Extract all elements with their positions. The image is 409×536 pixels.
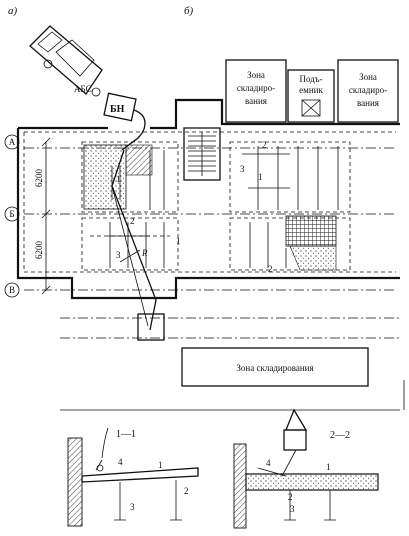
svg-text:емник: емник bbox=[299, 85, 323, 95]
truck-label: АБС bbox=[74, 84, 92, 94]
dim-bottom: 6200 bbox=[34, 241, 44, 260]
svg-text:Зона: Зона bbox=[359, 72, 377, 82]
svg-text:3: 3 bbox=[290, 504, 295, 514]
axis-marks: А Б В 6200 6200 bbox=[4, 134, 51, 298]
svg-text:вания: вания bbox=[245, 96, 267, 106]
svg-text:1: 1 bbox=[158, 460, 163, 470]
bay-right bbox=[229, 141, 351, 271]
svg-text:1: 1 bbox=[258, 172, 263, 182]
zone-storage-bottom: Зона складирования bbox=[60, 317, 400, 387]
svg-text:2: 2 bbox=[288, 492, 293, 502]
stairwell bbox=[183, 127, 221, 181]
concrete-pump: БН bbox=[103, 92, 146, 151]
zone-storage-top-left: Зона складиро- вания bbox=[225, 59, 287, 123]
svg-text:4: 4 bbox=[266, 458, 271, 468]
svg-text:Зона: Зона bbox=[247, 70, 265, 80]
panel-label-a: а) bbox=[8, 5, 18, 17]
svg-text:3: 3 bbox=[116, 250, 121, 260]
bay-left bbox=[81, 141, 179, 271]
axis-b: Б bbox=[9, 209, 14, 219]
svg-text:вания: вания bbox=[357, 98, 379, 108]
panel-label-b: б) bbox=[184, 5, 194, 17]
plan-marks: 1 2 1 3 R 2 3 1 2 bbox=[108, 140, 290, 274]
section-2-2: 2—2 4 1 2 3 bbox=[233, 408, 379, 529]
axis-v: В bbox=[9, 285, 15, 295]
svg-text:2—2: 2—2 bbox=[330, 430, 350, 441]
svg-text:1: 1 bbox=[116, 174, 121, 184]
svg-text:1—1: 1—1 bbox=[116, 429, 136, 440]
concrete-truck: АБС bbox=[29, 25, 103, 97]
svg-text:Зона складирования: Зона складирования bbox=[236, 363, 313, 373]
zone-lift: Подъ- емник bbox=[287, 69, 335, 123]
svg-text:2: 2 bbox=[184, 486, 189, 496]
svg-text:Подъ-: Подъ- bbox=[300, 74, 323, 84]
svg-text:2: 2 bbox=[268, 264, 273, 274]
svg-text:1: 1 bbox=[326, 462, 331, 472]
frame-lines bbox=[60, 380, 405, 411]
section-1-1: 1—1 4 1 2 3 bbox=[67, 427, 199, 527]
svg-text:4: 4 bbox=[118, 457, 123, 467]
svg-text:складиро-: складиро- bbox=[237, 83, 275, 93]
axis-a: А bbox=[9, 137, 16, 147]
svg-text:2: 2 bbox=[130, 216, 135, 226]
svg-text:2: 2 bbox=[262, 140, 267, 150]
pump-label: БН bbox=[110, 104, 125, 115]
zone-storage-top-right: Зона складиро- вания bbox=[337, 59, 399, 123]
svg-text:R: R bbox=[141, 248, 148, 258]
svg-text:3: 3 bbox=[130, 502, 135, 512]
svg-text:3: 3 bbox=[240, 164, 245, 174]
dim-top: 6200 bbox=[34, 169, 44, 188]
building-outline bbox=[16, 98, 400, 300]
svg-text:1: 1 bbox=[176, 236, 181, 246]
svg-text:складиро-: складиро- bbox=[349, 85, 387, 95]
